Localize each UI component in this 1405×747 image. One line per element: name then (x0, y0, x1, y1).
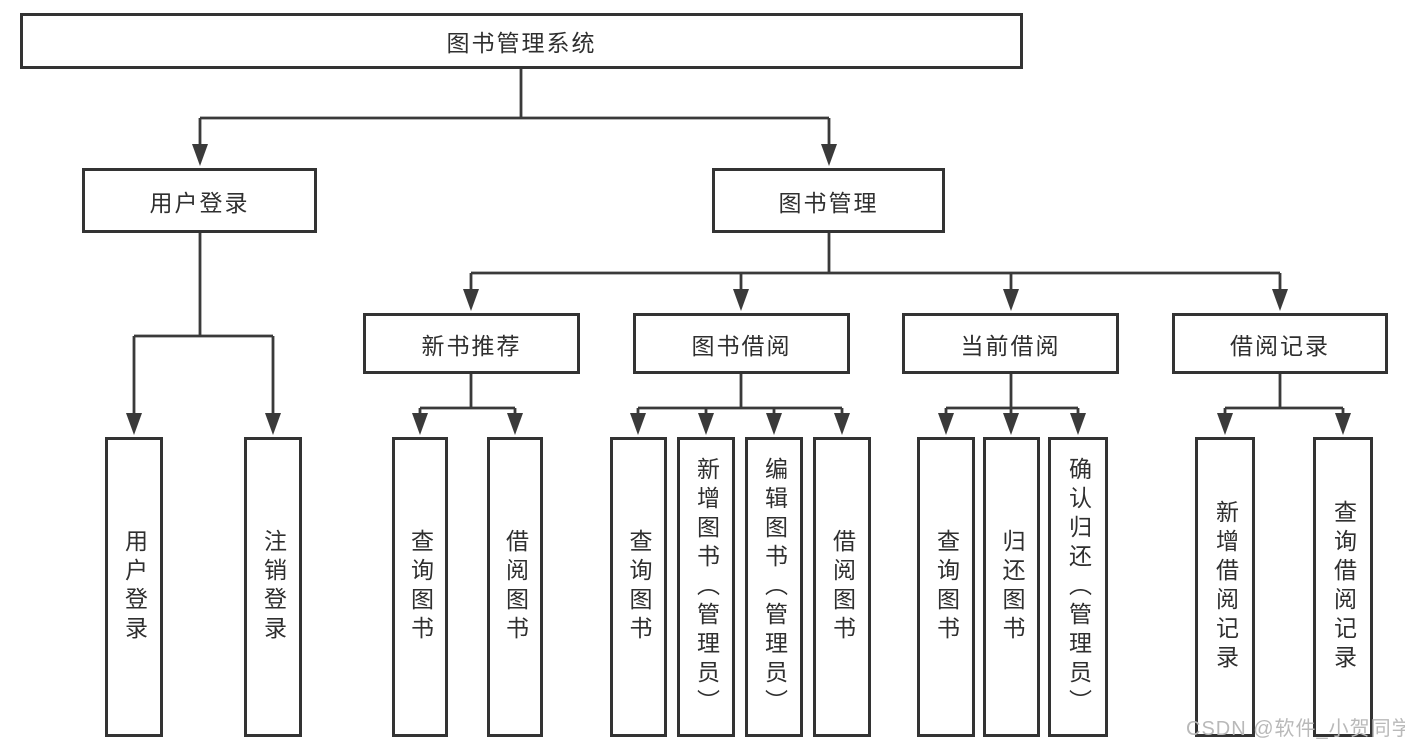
leaf-query-books-3: 查询图书 (917, 437, 975, 737)
arrow-down-icon (463, 289, 479, 311)
leaf-query-books-1: 查询图书 (392, 437, 448, 737)
node-new-book-recommend: 新书推荐 (363, 313, 580, 374)
arrow-down-icon (1070, 413, 1086, 435)
leaf-label: 查询借阅记录 (1330, 500, 1357, 674)
arrow-down-icon (1335, 413, 1351, 435)
leaf-user-login: 用户登录 (105, 437, 163, 737)
arrow-down-icon (1217, 413, 1233, 435)
node-book-management: 图书管理 (712, 168, 945, 233)
arrow-down-icon (507, 413, 523, 435)
leaf-query-borrow-record: 查询借阅记录 (1313, 437, 1373, 737)
leaf-label: 用户登录 (121, 529, 148, 645)
arrow-down-icon (938, 413, 954, 435)
leaf-label: 编辑图书（管理员） (761, 456, 788, 718)
arrow-down-icon (412, 413, 428, 435)
arrow-down-icon (192, 144, 208, 166)
leaf-label: 查询图书 (407, 529, 434, 645)
leaf-label: 新增图书（管理员） (693, 456, 720, 718)
leaf-label: 查询图书 (933, 529, 960, 645)
leaf-label: 借阅图书 (502, 529, 529, 645)
arrow-down-icon (698, 413, 714, 435)
leaf-label: 归还图书 (999, 529, 1025, 645)
arrow-down-icon (630, 413, 646, 435)
arrow-down-icon (1272, 289, 1288, 311)
leaf-label: 确认归还（管理员） (1065, 456, 1092, 718)
arrow-down-icon (834, 413, 850, 435)
leaf-borrow-books-2: 借阅图书 (813, 437, 871, 737)
leaf-add-borrow-record: 新增借阅记录 (1195, 437, 1255, 737)
node-current-borrowing: 当前借阅 (902, 313, 1119, 374)
leaf-return-books: 归还图书 (983, 437, 1040, 737)
leaf-label: 查询图书 (626, 529, 652, 645)
leaf-label: 新增借阅记录 (1212, 500, 1239, 674)
leaf-query-books-2: 查询图书 (610, 437, 667, 737)
node-user-login: 用户登录 (82, 168, 317, 233)
arrow-down-icon (766, 413, 782, 435)
arrow-down-icon (126, 413, 142, 435)
connector-segments (132, 69, 1345, 415)
node-book-borrowing: 图书借阅 (633, 313, 850, 374)
arrowheads (126, 144, 1351, 435)
arrow-down-icon (265, 413, 281, 435)
arrow-down-icon (1003, 413, 1019, 435)
arrow-down-icon (733, 289, 749, 311)
csdn-watermark: CSDN @软件_小贺同学 (1186, 718, 1405, 740)
arrow-down-icon (821, 144, 837, 166)
leaf-edit-books-admin: 编辑图书（管理员） (745, 437, 803, 737)
leaf-add-books-admin: 新增图书（管理员） (677, 437, 735, 737)
leaf-logout: 注销登录 (244, 437, 302, 737)
arrow-down-icon (1003, 289, 1019, 311)
leaf-label: 注销登录 (260, 529, 287, 645)
node-borrowing-records: 借阅记录 (1172, 313, 1388, 374)
leaf-label: 借阅图书 (829, 529, 856, 645)
leaf-borrow-books-1: 借阅图书 (487, 437, 543, 737)
node-root: 图书管理系统 (20, 13, 1023, 69)
leaf-confirm-return-admin: 确认归还（管理员） (1048, 437, 1108, 737)
